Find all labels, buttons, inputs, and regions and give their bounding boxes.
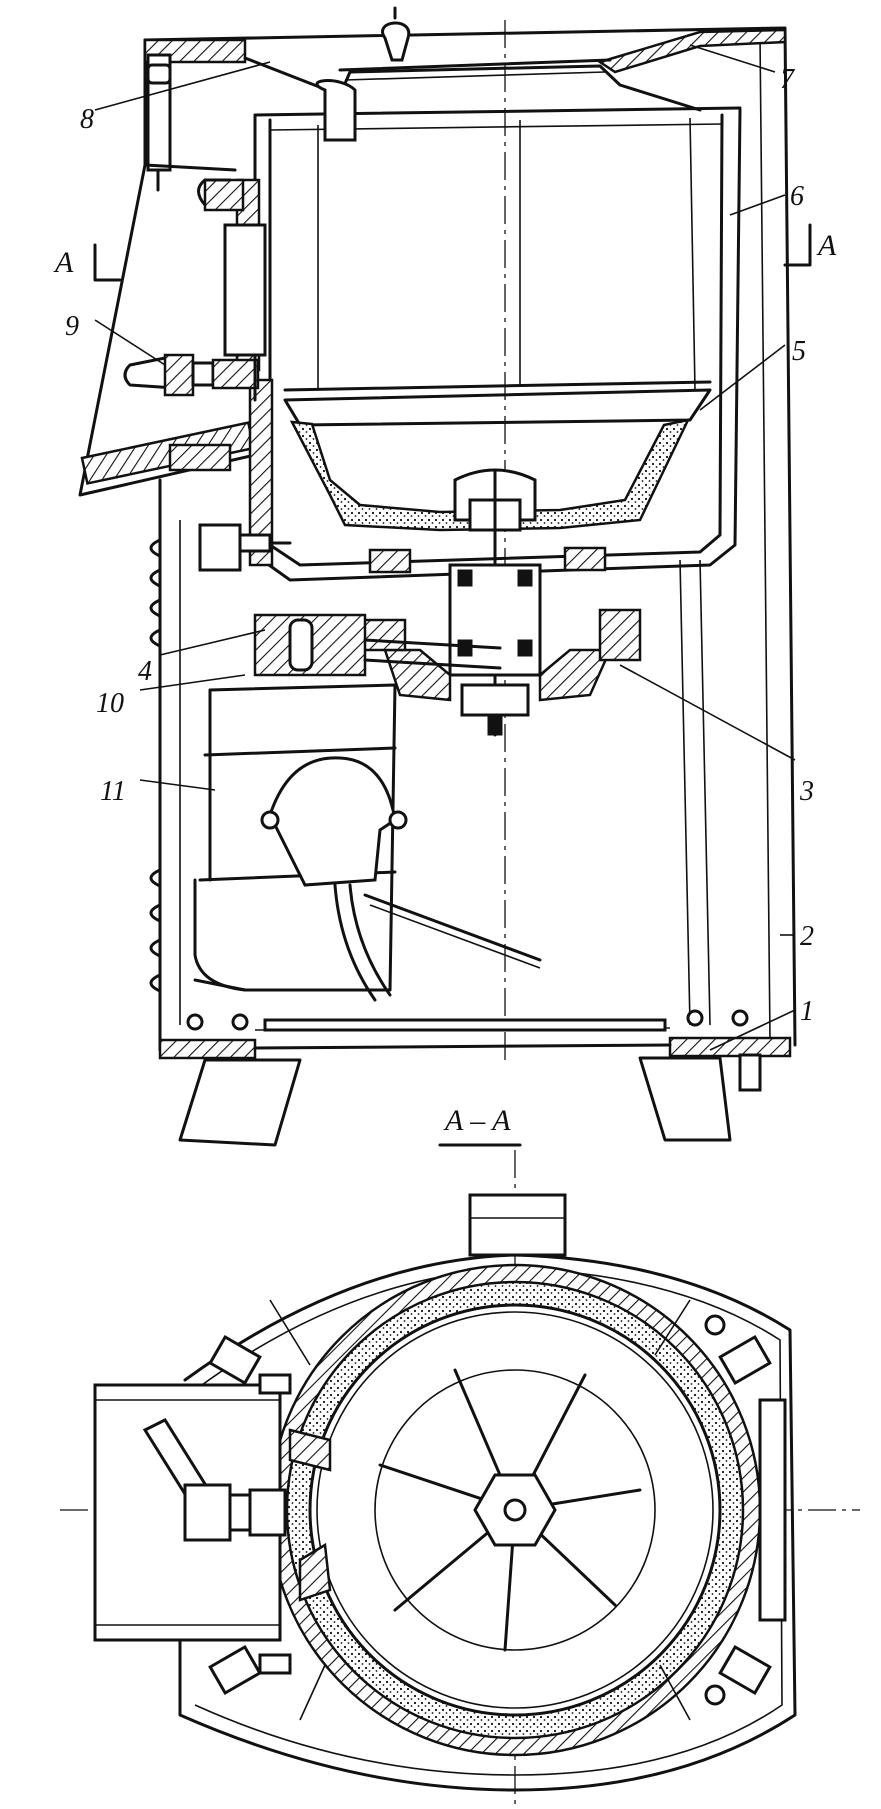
callout-10: 10 (96, 688, 124, 719)
top-motor-stub (468, 1193, 567, 1257)
section-mark-left-label: A (53, 246, 74, 279)
callout-4: 4 (138, 656, 152, 687)
section-view-title: A – A (443, 1104, 511, 1137)
callout-2: 2 (800, 921, 814, 952)
motor-pulley (253, 613, 502, 677)
callout-1: 1 (800, 996, 814, 1027)
callout-11: 11 (100, 776, 126, 807)
housing-bolts (208, 1314, 787, 1706)
top-hopper (93, 1383, 332, 1642)
outer-segments (269, 1299, 691, 1721)
side-section-view: A A 8 7 6 5 9 4 10 3 11 2 1 (53, 6, 837, 1147)
section-mark-right: A (783, 223, 837, 267)
top-housing-outline (178, 1253, 797, 1792)
callout-6: 6 (790, 181, 804, 212)
callout-7: 7 (780, 64, 795, 95)
bearing-housing-pulley (353, 546, 642, 736)
drain-bracket (198, 523, 292, 572)
lid (143, 6, 787, 192)
side-bracket (168, 178, 267, 472)
top-section-view: A – A (60, 1104, 860, 1805)
base-and-legs (158, 1009, 792, 1147)
callout-8: 8 (80, 104, 94, 135)
leader-lines (94, 44, 796, 1051)
callout-3: 3 (799, 776, 814, 807)
drain-tap (123, 343, 260, 402)
callout-5: 5 (792, 336, 806, 367)
callout-9: 9 (65, 311, 79, 342)
section-mark-left: A (53, 243, 122, 282)
electric-motor (193, 683, 542, 1002)
section-mark-right-label: A (816, 229, 837, 262)
cooling-fins (149, 538, 162, 993)
